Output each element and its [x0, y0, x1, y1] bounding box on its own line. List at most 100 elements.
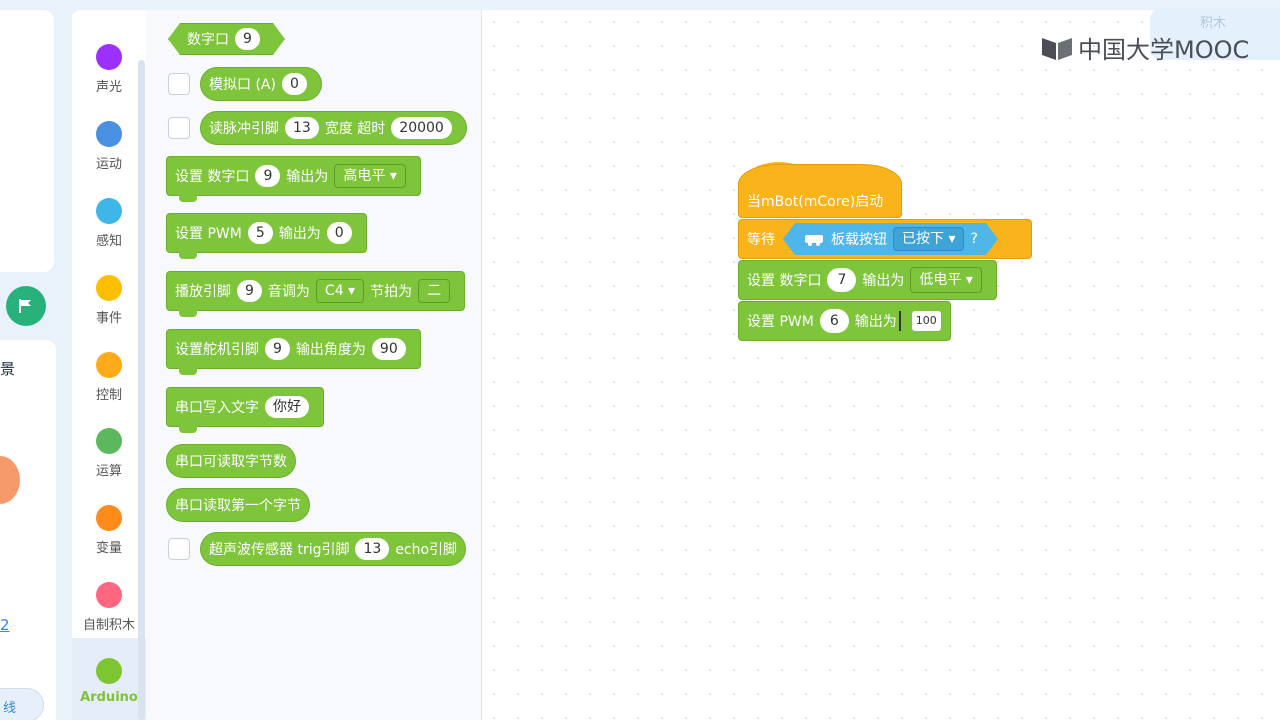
- category-operators[interactable]: 运算: [72, 422, 146, 492]
- block-checkbox[interactable]: [168, 117, 190, 139]
- block-input[interactable]: 7: [827, 268, 857, 292]
- category-label: 声光: [95, 80, 122, 95]
- hat-block-start[interactable]: 当mBot(mCore)启动: [738, 164, 902, 218]
- category-motion[interactable]: 运动: [72, 115, 146, 185]
- block-dropdown[interactable]: 低电平 ▾: [910, 267, 982, 293]
- block-label: 超声波传感器 trig引脚: [209, 542, 350, 558]
- watermark: 中国大学MOOC: [1040, 30, 1249, 65]
- block-dropdown[interactable]: 已按下 ▾: [893, 227, 964, 251]
- block-label: 输出为: [278, 226, 321, 242]
- block-input[interactable]: 13: [285, 117, 319, 139]
- category-dot: [96, 582, 122, 608]
- block-dropdown[interactable]: 高电平 ▾: [334, 164, 406, 188]
- block-label: 输出角度为: [295, 342, 366, 358]
- category-events[interactable]: 事件: [72, 269, 146, 339]
- block-label: 设置 数字口: [747, 273, 822, 289]
- category-label: 事件: [95, 311, 122, 326]
- block-serial-write[interactable]: 串口写入文字你好: [166, 387, 324, 433]
- block-label: 播放引脚: [175, 284, 231, 300]
- category-dot: [96, 44, 122, 70]
- block-digital-pin-reporter[interactable]: 数字口 9: [168, 23, 285, 55]
- block-serial-available[interactable]: 串口可读取字节数: [166, 444, 296, 478]
- category-label: 自制积木: [82, 618, 135, 633]
- block-label: 节拍为: [370, 284, 413, 300]
- block-input[interactable]: 90: [371, 338, 406, 360]
- block-input[interactable]: 9: [235, 28, 260, 50]
- block-input[interactable]: 0: [281, 73, 307, 95]
- block-label: 音调为: [267, 284, 310, 300]
- category-sensing[interactable]: 感知: [72, 192, 146, 262]
- category-dot: [96, 428, 122, 454]
- block-label: 设置 PWM: [175, 226, 242, 242]
- connect-pill[interactable]: 线: [0, 688, 44, 720]
- block-input[interactable]: 9: [265, 338, 290, 360]
- block-label: 输出为: [862, 273, 905, 289]
- block-input[interactable]: 6: [819, 309, 849, 333]
- mooc-logo-icon: [1042, 37, 1072, 60]
- block-set-pwm-script[interactable]: 设置 PWM 6 输出为 100: [738, 301, 951, 341]
- text-cursor-icon: [898, 311, 903, 331]
- block-ultrasonic[interactable]: 超声波传感器 trig引脚 13 echo引脚: [200, 532, 467, 566]
- block-input[interactable]: 9: [255, 165, 281, 187]
- blocks-tab[interactable]: 积木: [1150, 8, 1280, 60]
- block-checkbox[interactable]: [168, 73, 190, 95]
- block-input[interactable]: 0: [326, 222, 352, 244]
- block-label: 当mBot(mCore)启动: [747, 194, 884, 210]
- block-label: 数字口: [187, 32, 229, 48]
- block-set-digital-script[interactable]: 设置 数字口 7 输出为 低电平 ▾: [738, 260, 997, 300]
- green-flag-button[interactable]: [6, 286, 46, 326]
- category-arduino[interactable]: Arduino: [72, 638, 146, 720]
- block-label: 串口写入文字: [175, 400, 259, 416]
- category-dot: [96, 352, 122, 378]
- category-label: Arduino: [80, 690, 138, 705]
- category-variables[interactable]: 变量: [72, 499, 146, 569]
- block-dropdown[interactable]: 二: [418, 279, 451, 303]
- block-label: 设置 PWM: [747, 314, 814, 330]
- category-sound-light[interactable]: 声光: [72, 38, 146, 108]
- block-dropdown[interactable]: C4 ▾: [315, 279, 365, 303]
- category-my-blocks[interactable]: 自制积木: [72, 576, 146, 646]
- block-label: 板载按钮: [831, 232, 887, 248]
- block-analog-pin-reporter[interactable]: 模拟口 (A) 0: [200, 67, 322, 101]
- stage-panel: 景 2 线: [0, 0, 56, 720]
- block-input[interactable]: 5: [247, 222, 273, 244]
- block-label: 模拟口 (A): [209, 77, 276, 93]
- block-label: 等待: [747, 232, 775, 248]
- flag-icon: [19, 299, 31, 313]
- category-label: 感知: [95, 234, 122, 249]
- watermark-text: 中国大学MOOC: [1078, 36, 1250, 64]
- block-input[interactable]: 13: [355, 538, 390, 560]
- tab-label: 积木: [1200, 16, 1227, 31]
- block-play-tone[interactable]: 播放引脚 9 音调为 C4 ▾ 节拍为二: [166, 271, 466, 317]
- category-dot: [96, 198, 122, 224]
- category-label: 运算: [95, 464, 122, 479]
- scene-label: 景: [0, 360, 16, 378]
- block-pulse-reporter[interactable]: 读脉冲引脚 13 宽度 超时 20000: [200, 111, 467, 145]
- script-canvas[interactable]: [482, 10, 1280, 720]
- sensor-button-pressed[interactable]: 板载按钮 已按下 ▾ ?: [783, 223, 998, 255]
- block-input-editing[interactable]: 100: [910, 310, 942, 332]
- block-label: 读脉冲引脚: [209, 121, 279, 137]
- category-dot: [96, 275, 122, 301]
- block-wait-until[interactable]: 等待 板载按钮 已按下 ▾ ?: [738, 219, 1032, 259]
- category-dot: [96, 658, 122, 684]
- category-dot: [96, 121, 122, 147]
- category-label: 控制: [95, 388, 122, 403]
- block-label: 输出为: [854, 314, 897, 330]
- block-set-pwm[interactable]: 设置 PWM 5 输出为 0: [166, 213, 367, 259]
- sprite-avatar[interactable]: [0, 456, 20, 504]
- category-control[interactable]: 控制: [72, 346, 146, 416]
- block-label: echo引脚: [395, 542, 458, 558]
- block-input[interactable]: 9: [237, 280, 262, 302]
- block-serial-read[interactable]: 串口读取第一个字节: [166, 488, 310, 522]
- sprite-link[interactable]: 2: [0, 616, 10, 634]
- category-scrollbar[interactable]: [138, 60, 145, 720]
- category-dot: [96, 505, 122, 531]
- block-input[interactable]: 20000: [391, 117, 452, 139]
- block-label: 宽度 超时: [324, 121, 386, 137]
- block-checkbox[interactable]: [168, 538, 190, 560]
- block-input[interactable]: 你好: [265, 396, 309, 418]
